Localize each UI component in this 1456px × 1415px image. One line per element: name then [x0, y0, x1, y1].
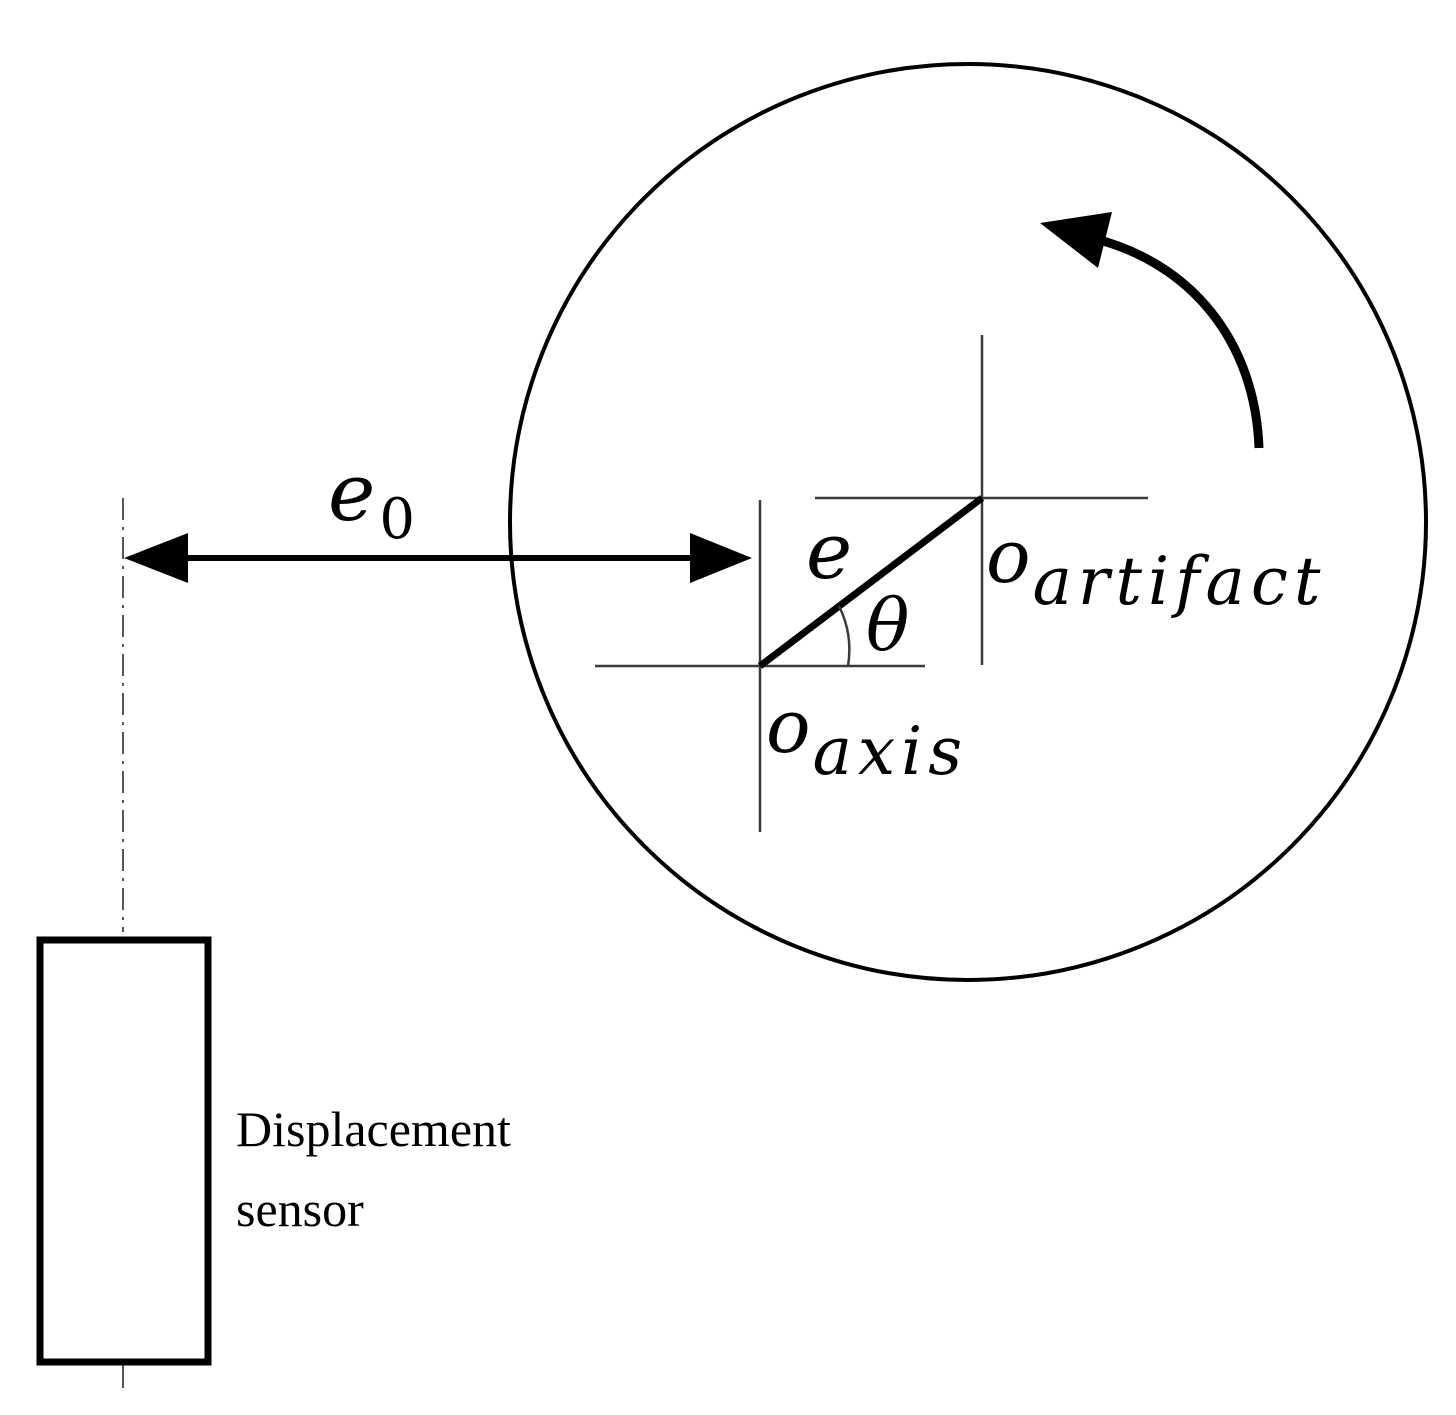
- eccentricity-segment: [757, 495, 985, 669]
- rotation-arrow-arc: [1090, 233, 1264, 449]
- o-artifact-label: oartifact: [986, 514, 1326, 620]
- rotation-arrow-head: [1040, 212, 1112, 268]
- e0-label: e0: [328, 446, 415, 552]
- o-axis-label: oaxis: [766, 684, 968, 790]
- e0-arrow-head-right: [690, 533, 752, 583]
- e0-subscript: 0: [379, 487, 415, 552]
- e-label: e: [806, 507, 852, 597]
- sensor-caption-line2: sensor: [236, 1181, 364, 1237]
- o-axis-subscript: axis: [813, 713, 969, 790]
- o-artifact-subscript: artifact: [1033, 543, 1327, 620]
- artifact-circle: [508, 62, 1428, 982]
- displacement-sensor-body: [36, 936, 212, 1366]
- e0-arrow-head-left: [124, 533, 188, 583]
- theta-label: θ: [866, 583, 909, 667]
- theta-angle-arc: [837, 605, 851, 667]
- sensor-caption-line1: Displacement: [236, 1101, 511, 1157]
